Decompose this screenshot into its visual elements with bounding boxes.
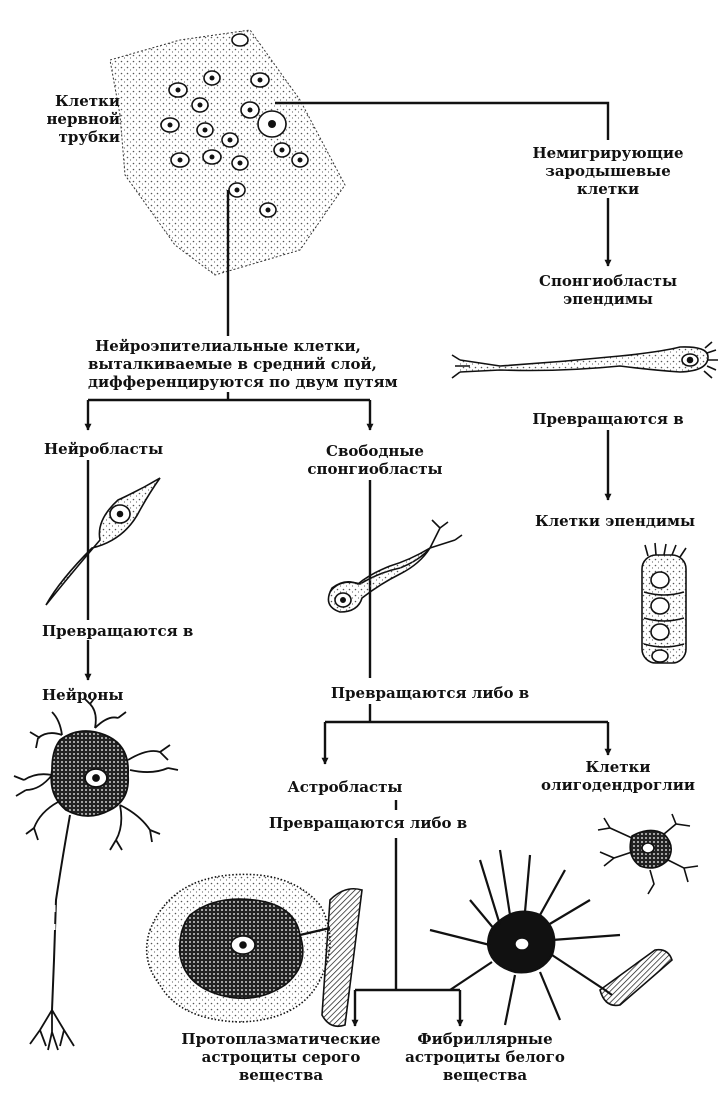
label-line: дифференцируются по двум путям	[88, 373, 368, 391]
label-ependyma-cells: Клетки эпендимы	[510, 512, 720, 530]
label-line: Клетки	[22, 92, 120, 110]
connector-tube-to-nonmigrating	[275, 103, 608, 140]
label-line: Астробласты	[270, 778, 420, 796]
ependymal-spongioblast-icon	[452, 342, 718, 378]
label-line: нервной	[22, 110, 120, 128]
label-line: астроциты серого	[178, 1048, 384, 1066]
label-neuroblasts: Нейробласты	[44, 440, 194, 458]
label-free-spongioblasts: Свободные спонгиобласты	[300, 442, 450, 478]
label-line: астроциты белого	[400, 1048, 570, 1066]
label-line: Превращаются в	[42, 622, 212, 640]
oligodendrocyte-icon	[598, 814, 698, 894]
free-spongioblast-icon	[328, 520, 462, 612]
label-line: Спонгиобласты	[498, 272, 718, 290]
label-line: Нейроэпителиальные клетки,	[88, 337, 368, 355]
label-line: Клетки эпендимы	[510, 512, 720, 530]
label-neural-tube-cells: Клетки нервной трубки	[22, 92, 120, 146]
label-line: эпендимы	[498, 290, 718, 308]
label-line: Немигрирующие	[498, 144, 718, 162]
label-oligodendroglia: Клетки олигодендроглии	[520, 758, 716, 794]
label-line: трубки	[22, 128, 120, 146]
label-line: Фибриллярные	[400, 1030, 570, 1048]
label-neurons: Нейроны	[42, 686, 162, 704]
neuron-icon	[14, 696, 178, 1050]
label-turn-into-right: Превращаются в	[498, 410, 718, 428]
label-turn-into-either-1: Превращаются либо в	[330, 684, 530, 702]
label-line: вещества	[400, 1066, 570, 1084]
label-neuroepithelial: Нейроэпителиальные клетки, выталкиваемые…	[88, 337, 368, 391]
label-line: Клетки	[520, 758, 716, 776]
label-line: Превращаются либо в	[330, 684, 530, 702]
label-line: Превращаются либо в	[262, 814, 474, 832]
label-line: олигодендроглии	[520, 776, 716, 794]
label-fibrillar-astrocytes: Фибриллярные астроциты белого вещества	[400, 1030, 570, 1084]
label-line: спонгиобласты	[300, 460, 450, 478]
label-astroblasts: Астробласты	[270, 778, 420, 796]
label-line: Свободные	[300, 442, 450, 460]
label-turn-into-left: Превращаются в	[42, 622, 212, 640]
label-line: Нейробласты	[44, 440, 194, 458]
protoplasmic-astrocyte-icon	[147, 874, 330, 1022]
neuroblast-icon	[46, 478, 160, 605]
label-line: Протоплазматические	[178, 1030, 384, 1048]
label-line: зародышевые	[498, 162, 718, 180]
label-line: Нейроны	[42, 686, 162, 704]
label-protoplasmic-astrocytes: Протоплазматические астроциты серого вещ…	[178, 1030, 384, 1084]
label-turn-into-either-2: Превращаются либо в	[262, 814, 474, 832]
label-line: выталкиваемые в средний слой,	[88, 355, 368, 373]
diagram-connectors	[88, 103, 608, 1026]
label-line: клетки	[498, 180, 718, 198]
label-ependyma-spongioblasts: Спонгиобласты эпендимы	[498, 272, 718, 308]
fibrillar-astrocyte-icon	[430, 850, 620, 1025]
label-line: вещества	[178, 1066, 384, 1084]
ependyma-cells-icon	[642, 543, 686, 663]
label-line: Превращаются в	[498, 410, 718, 428]
label-nonmigrating-cells: Немигрирующие зародышевые клетки	[498, 144, 718, 198]
